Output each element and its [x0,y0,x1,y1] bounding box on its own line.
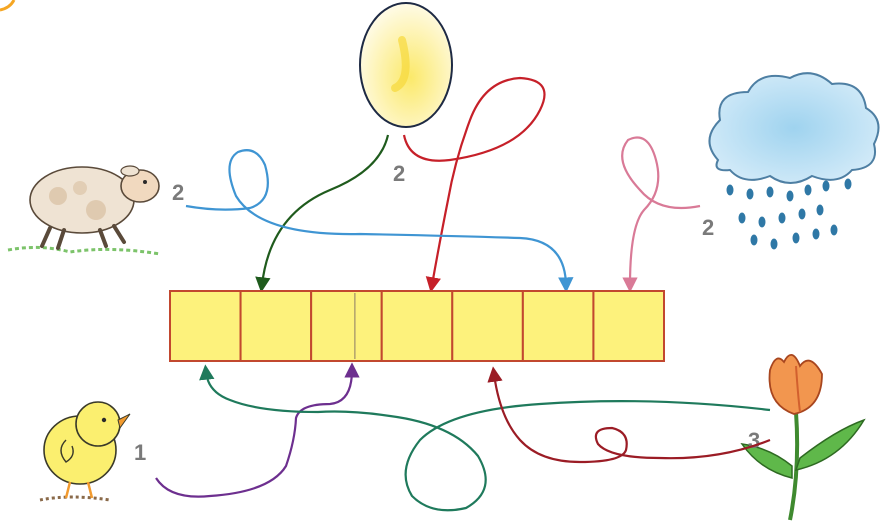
cloud-count-label: 2 [702,215,714,240]
cloud-line-pink [621,136,701,293]
flower-count-label: 3 [748,428,760,453]
egg-line-red [402,76,546,293]
flower-line-teal [199,364,771,512]
answer-box-strip [169,290,666,362]
egg-icon [359,2,453,128]
answer-box-1[interactable] [169,290,242,362]
rain-cloud-icon [708,72,880,250]
answer-box-3[interactable] [310,290,383,362]
sheep-count-label: 2 [172,180,184,205]
answer-box-2[interactable] [239,290,313,362]
tulip-flower-icon [740,354,866,521]
egg-count-label: 2 [393,161,405,186]
chick-line-purple [155,362,360,498]
chick-count-label: 1 [134,440,146,465]
answer-box-7[interactable] [592,290,666,362]
flower-line-maroon [487,366,771,464]
chick-icon [39,401,131,502]
answer-box-5[interactable] [451,290,524,362]
corner-mark [0,0,16,12]
sheep-line-blue [185,149,574,293]
sheep-icon [7,165,161,256]
answer-box-4[interactable] [380,290,454,362]
egg-line-green [255,134,390,293]
answer-box-6[interactable] [521,290,595,362]
